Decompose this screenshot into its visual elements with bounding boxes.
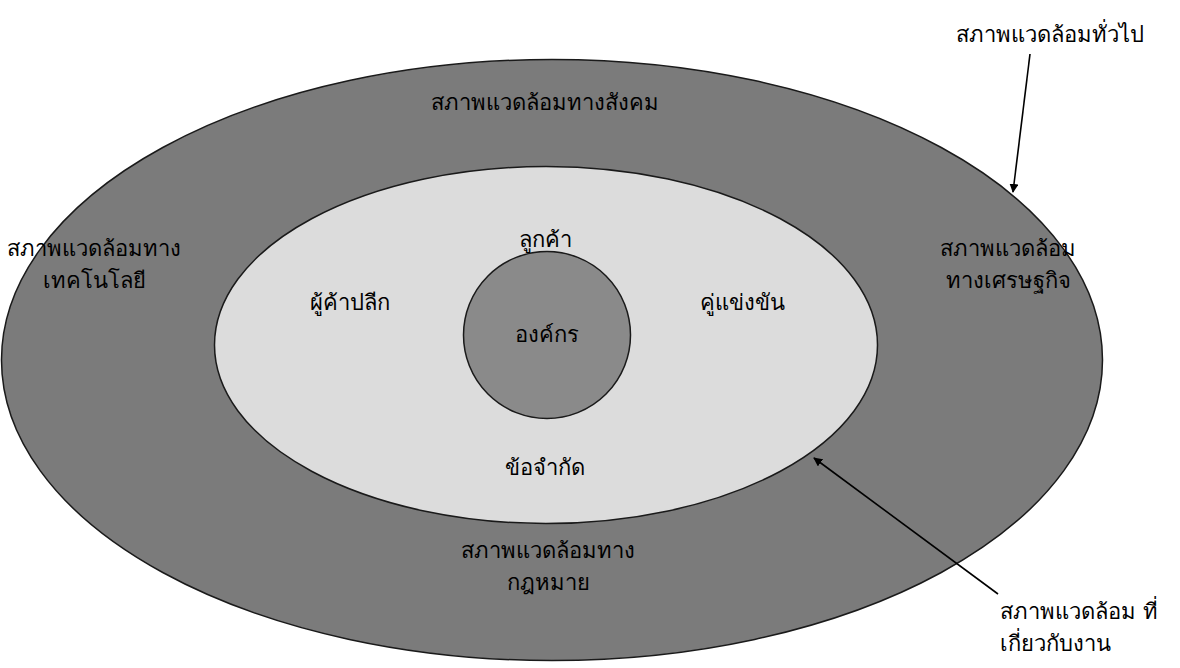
environment-label: สภาพแวดล้อมทางสังคม [395,87,695,119]
environment-label: สภาพแวดล้อม ทางเศรษฐกิจ [920,233,1096,297]
environment-label: คู่แข่งขัน [662,287,822,319]
organization-circle: องค์กร [462,250,632,420]
leader-line [1013,54,1030,192]
ellipse-shape [464,252,631,419]
ellipse-shape [215,167,878,524]
general-environment-ellipse: สภาพแวดล้อมทางสังคมสภาพแวดล้อมทาง เทคโนโ… [0,58,1104,662]
callout-label: สภาพแวดล้อม ที่เกี่ยวกับงาน [1000,596,1172,660]
task-environment-ellipse: ลูกค้าผู้ค้าปลีก คู่แข่งขันข้อจำกัด องค์กร [213,165,879,525]
environment-label: องค์กร [472,319,622,351]
environment-label: ผู้ค้าปลีก [270,287,430,319]
environment-label: ข้อจำกัด [465,452,625,484]
environment-label: ลูกค้า [465,224,625,256]
callout-label: สภาพแวดล้อมทั่วไป [956,19,1144,51]
ellipse-shape [2,60,1103,661]
environment-label: สภาพแวดล้อมทาง เทคโนโลยี [6,233,182,297]
environment-label: สภาพแวดล้อมทาง กฎหมาย [448,535,648,599]
